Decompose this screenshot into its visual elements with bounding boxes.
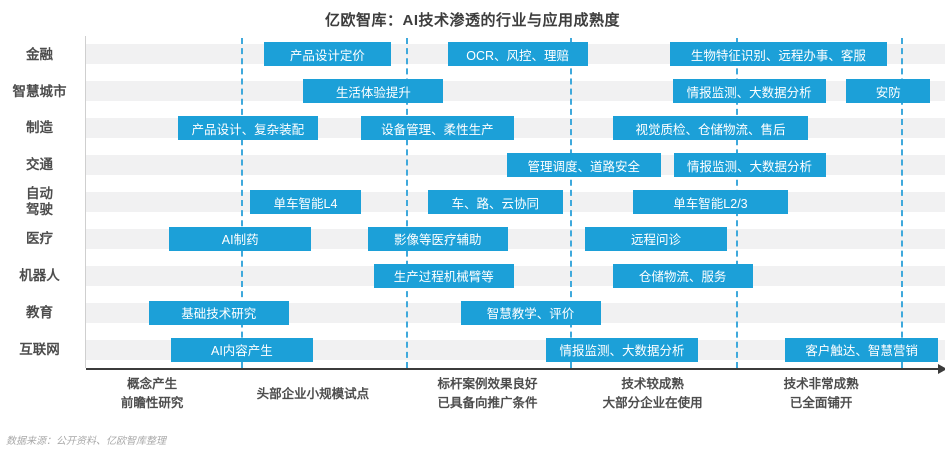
x-axis-line [86, 364, 945, 374]
industry-row: 生产过程机械臂等 仓储物流、服务 [86, 257, 945, 294]
industry-row: 单车智能L4 车、路、云协同 单车智能L2/3 [86, 184, 945, 221]
stage-label: 头部企业小规模试点 [256, 386, 370, 401]
application-box: 生物特征识别、远程办事、客服 [670, 42, 887, 67]
industry-row: 产品设计定价 OCR、风控、理赔 生物特征识别、远程办事、客服 [86, 36, 945, 73]
stage-label: 概念产生 前瞻性研究 [120, 377, 184, 410]
industry-label: 教育 [26, 304, 53, 320]
application-box: 情报监测、大数据分析 [672, 79, 826, 104]
application-box: 影像等医疗辅助 [367, 226, 508, 251]
application-box: 设备管理、柔性生产 [360, 116, 514, 141]
industry-label: 金融 [26, 46, 53, 62]
stage-label: 标杆案例效果良好 已具备向推广条件 [437, 377, 538, 410]
industry-row: 生活体验提升 情报监测、大数据分析安防 [86, 73, 945, 110]
application-box: 生产过程机械臂等 [373, 263, 514, 288]
stage-divider-line [901, 38, 904, 368]
industry-row: 管理调度、道路安全情报监测、大数据分析 [86, 147, 945, 184]
industry-row: AI内容产生 情报监测、大数据分析 客户触达、智慧营销 [86, 331, 945, 368]
application-box: 产品设计定价 [263, 42, 391, 67]
chart-title: 亿欧智库：AI技术渗透的行业与应用成熟度 [324, 12, 620, 29]
stage-divider-line [240, 38, 243, 368]
application-box: 产品设计、复杂装配 [177, 116, 318, 141]
application-box: 情报监测、大数据分析 [673, 153, 826, 178]
industry-label: 自动 驾驶 [26, 186, 53, 217]
industry-label: 机器人 [19, 268, 60, 284]
source-note: 数据来源：公开资料、亿欧智库整理 [6, 436, 166, 447]
application-box: 智慧教学、评价 [460, 300, 601, 325]
x-axis-arrowhead-icon [938, 364, 945, 374]
industry-label: 医疗 [26, 231, 53, 247]
stage-label-row: 概念产生 前瞻性研究 头部企业小规模试点 标杆案例效果良好 已具备向推广条件 技术较成… [85, 372, 945, 416]
industry-label: 互联网 [19, 341, 60, 357]
application-box: 生活体验提升 [303, 79, 444, 104]
application-box: 安防 [846, 79, 931, 104]
industry-row: AI制药 影像等医疗辅助 远程问诊 [86, 220, 945, 257]
industry-label: 制造 [26, 120, 53, 136]
application-box: 车、路、云协同 [427, 190, 563, 214]
industry-label-column: 金融智慧城市制造交通自动 驾驶医疗机器人教育互联网 [0, 36, 85, 368]
application-box: 管理调度、道路安全 [506, 153, 661, 178]
industry-label: 交通 [26, 157, 53, 173]
industry-label: 智慧城市 [12, 83, 67, 99]
application-box: 仓储物流、服务 [612, 263, 753, 288]
industry-row: 基础技术研究 智慧教学、评价 [86, 294, 945, 331]
application-box: 基础技术研究 [148, 300, 289, 325]
application-box: 视觉质检、仓储物流、售后 [613, 116, 808, 141]
application-box: 单车智能L2/3 [633, 190, 788, 214]
row-band [86, 265, 945, 286]
stage-label: 技术非常成熟 已全面铺开 [783, 377, 859, 410]
stage-divider-line [405, 38, 408, 368]
application-box: AI制药 [169, 226, 312, 251]
stage-divider-line [570, 38, 573, 368]
application-box: 情报监测、大数据分析 [545, 337, 699, 362]
application-box: 单车智能L4 [250, 190, 361, 214]
application-box: AI内容产生 [171, 337, 313, 362]
application-box: 客户触达、智慧营销 [785, 337, 939, 362]
application-box: OCR、风控、理赔 [447, 42, 588, 67]
application-box: 远程问诊 [585, 226, 727, 251]
industry-row: 产品设计、复杂装配 设备管理、柔性生产 视觉质检、仓储物流、售后 [86, 110, 945, 147]
stage-label: 技术较成熟 大部分企业在使用 [602, 377, 703, 410]
